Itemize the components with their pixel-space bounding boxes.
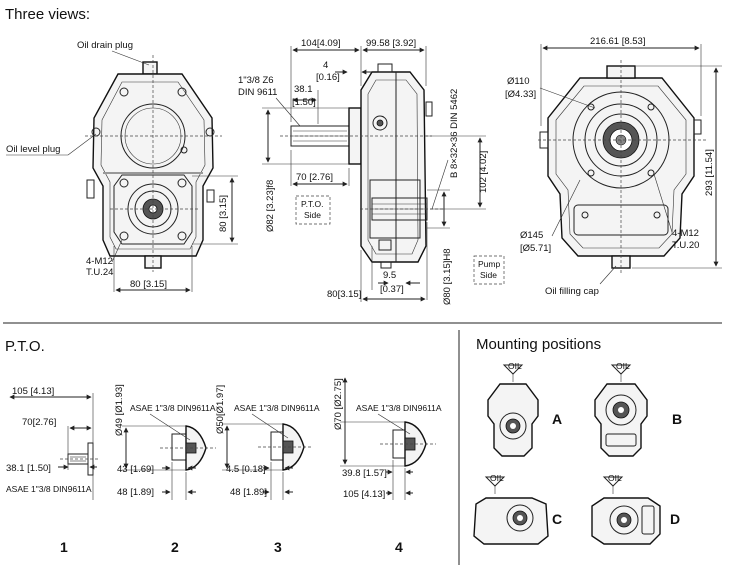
label-shaft-din: DIN 9611 — [238, 87, 277, 98]
dim-pto3-a: 4.5 [0.18] — [226, 464, 266, 475]
dim-pto3-b: 48 [1.89] — [230, 487, 267, 498]
dim-pto1-top: 105 [4.13] — [12, 386, 54, 397]
pto-item-2: Ø49 [Ø1.93] ASAE 1"3/8 DIN9611A 43 [1.69… — [114, 384, 216, 555]
mount-c-tag: OIL — [490, 473, 504, 483]
dim-rear-width: 216.61 [8.53] — [590, 36, 645, 47]
dim-side-70: 70 [2.76] — [296, 172, 333, 183]
label-pto4-standard: ASAE 1"3/8 DIN9611A — [356, 403, 442, 413]
mount-a-tag: OIL — [508, 361, 522, 371]
label-pump-side: Pump — [478, 259, 500, 269]
label-oil-level-plug: Oil level plug — [6, 144, 60, 155]
label-pump-side-2: Side — [480, 270, 497, 280]
dim-pto4-dia: Ø70 [Ø2.75] — [333, 378, 344, 430]
label-front-bolts: 4-M12 — [86, 256, 113, 267]
label-pto3-standard: ASAE 1"3/8 DIN9611A — [234, 403, 320, 413]
mount-position-b: OIL B — [594, 361, 682, 457]
pto-number-1: 1 — [60, 539, 68, 555]
mount-position-c: OIL C — [473, 473, 562, 545]
dim-pto4-b: 105 [4.13] — [343, 489, 385, 500]
label-shaft-spec: 1"3/8 Z6 — [238, 75, 274, 86]
mount-position-a: OIL A — [487, 361, 562, 457]
mount-position-d: OIL D — [591, 473, 680, 545]
dim-rear-height: 293 [11.54] — [704, 149, 715, 196]
dim-pto4-a: 39.8 [1.57] — [342, 468, 387, 479]
label-pto-side: P.T.O. — [301, 199, 324, 209]
mount-d-tag: OIL — [608, 473, 622, 483]
dim-pto1-shaft: 38.1 [1.50] — [6, 463, 51, 474]
mount-label-c: C — [552, 511, 562, 527]
side-view: 104[4.09] 99.58 [3.92] 4 [0.16] 1"3/8 Z6… — [238, 38, 505, 305]
mount-b-tag: OIL — [616, 361, 630, 371]
label-oil-drain-plug: Oil drain plug — [77, 40, 133, 51]
pto-item-4: Ø70 [Ø2.75] ASAE 1"3/8 DIN9611A 39.8 [1.… — [333, 377, 442, 555]
dim-side-38: 38.1 — [294, 84, 313, 95]
dim-rear-dia145-inch: [Ø5.71] — [520, 243, 551, 254]
mount-label-d: D — [670, 511, 680, 527]
dim-pto2-dia: Ø49 [Ø1.93] — [114, 384, 125, 436]
dim-side-dia80: Ø80 [3.15]H8 — [442, 248, 453, 305]
dim-side-102: 102 [4.02] — [478, 151, 489, 193]
dim-side-104: 104[4.09] — [301, 38, 341, 49]
dim-side-4-inch: [0.16] — [316, 72, 340, 83]
label-pto-side-2: Side — [304, 210, 321, 220]
pto-number-4: 4 — [395, 539, 403, 555]
dim-pto3-dia: Ø50[Ø1.97] — [215, 385, 226, 434]
dim-front-height: 80 [3.15] — [218, 195, 229, 232]
dim-pto2-b: 48 [1.89] — [117, 487, 154, 498]
front-view: Oil drain plug Oil level plug 4-M12 T.U.… — [6, 40, 238, 293]
rear-view: 216.61 [8.53] Ø110 [Ø4.33] 293 [11.54] Ø… — [505, 36, 722, 297]
pto-item-3: Ø50[Ø1.97] ASAE 1"3/8 DIN9611A 4.5 [0.18… — [215, 385, 320, 555]
label-pto2-standard: ASAE 1"3/8 DIN9611A — [130, 403, 216, 413]
pump-side-box — [473, 255, 505, 285]
section-title-pto: P.T.O. — [5, 338, 45, 355]
label-front-bolts-tu: T.U.24 — [86, 267, 113, 278]
mount-label-a: A — [552, 411, 562, 427]
dim-side-9-5-inch: [0.37] — [380, 284, 404, 295]
label-oil-filling-cap: Oil filling cap — [545, 286, 599, 297]
dim-rear-dia110: Ø110 — [507, 76, 530, 87]
dim-side-9-5: 9.5 — [383, 270, 396, 281]
dim-pto2-a: 43 [1.69] — [117, 464, 154, 475]
label-pto1-standard: ASAE 1"3/8 DIN9611A — [6, 484, 92, 494]
dim-rear-dia145: Ø145 — [520, 230, 543, 241]
dim-side-80: 80[3.15] — [327, 289, 361, 300]
mount-label-b: B — [672, 411, 682, 427]
label-rear-bolts: 4-M12 — [672, 228, 699, 239]
dim-rear-dia110-inch: [Ø4.33] — [505, 89, 536, 100]
pto-number-3: 3 — [274, 539, 282, 555]
pto-item-1: 105 [4.13] 70[2.76] 38.1 [1.50] ASAE 1"3… — [6, 386, 100, 555]
dim-side-99: 99.58 [3.92] — [366, 38, 416, 49]
dim-side-38-inch: [1.50] — [292, 97, 316, 108]
dim-side-4: 4 — [323, 60, 328, 71]
label-rear-bolts-tu: T.U.20 — [672, 240, 699, 251]
dim-front-width: 80 [3.15] — [130, 279, 167, 290]
label-spline-spec: B 8×32×36 DIN 5462 — [449, 89, 460, 178]
pto-number-2: 2 — [171, 539, 179, 555]
section-title-mounting: Mounting positions — [476, 336, 601, 353]
dim-pto1-mid: 70[2.76] — [22, 417, 56, 428]
pto-side-box — [295, 195, 331, 225]
dim-side-dia82: Ø82 [3.23]f8 — [265, 180, 276, 232]
section-title-three-views: Three views: — [5, 6, 90, 23]
